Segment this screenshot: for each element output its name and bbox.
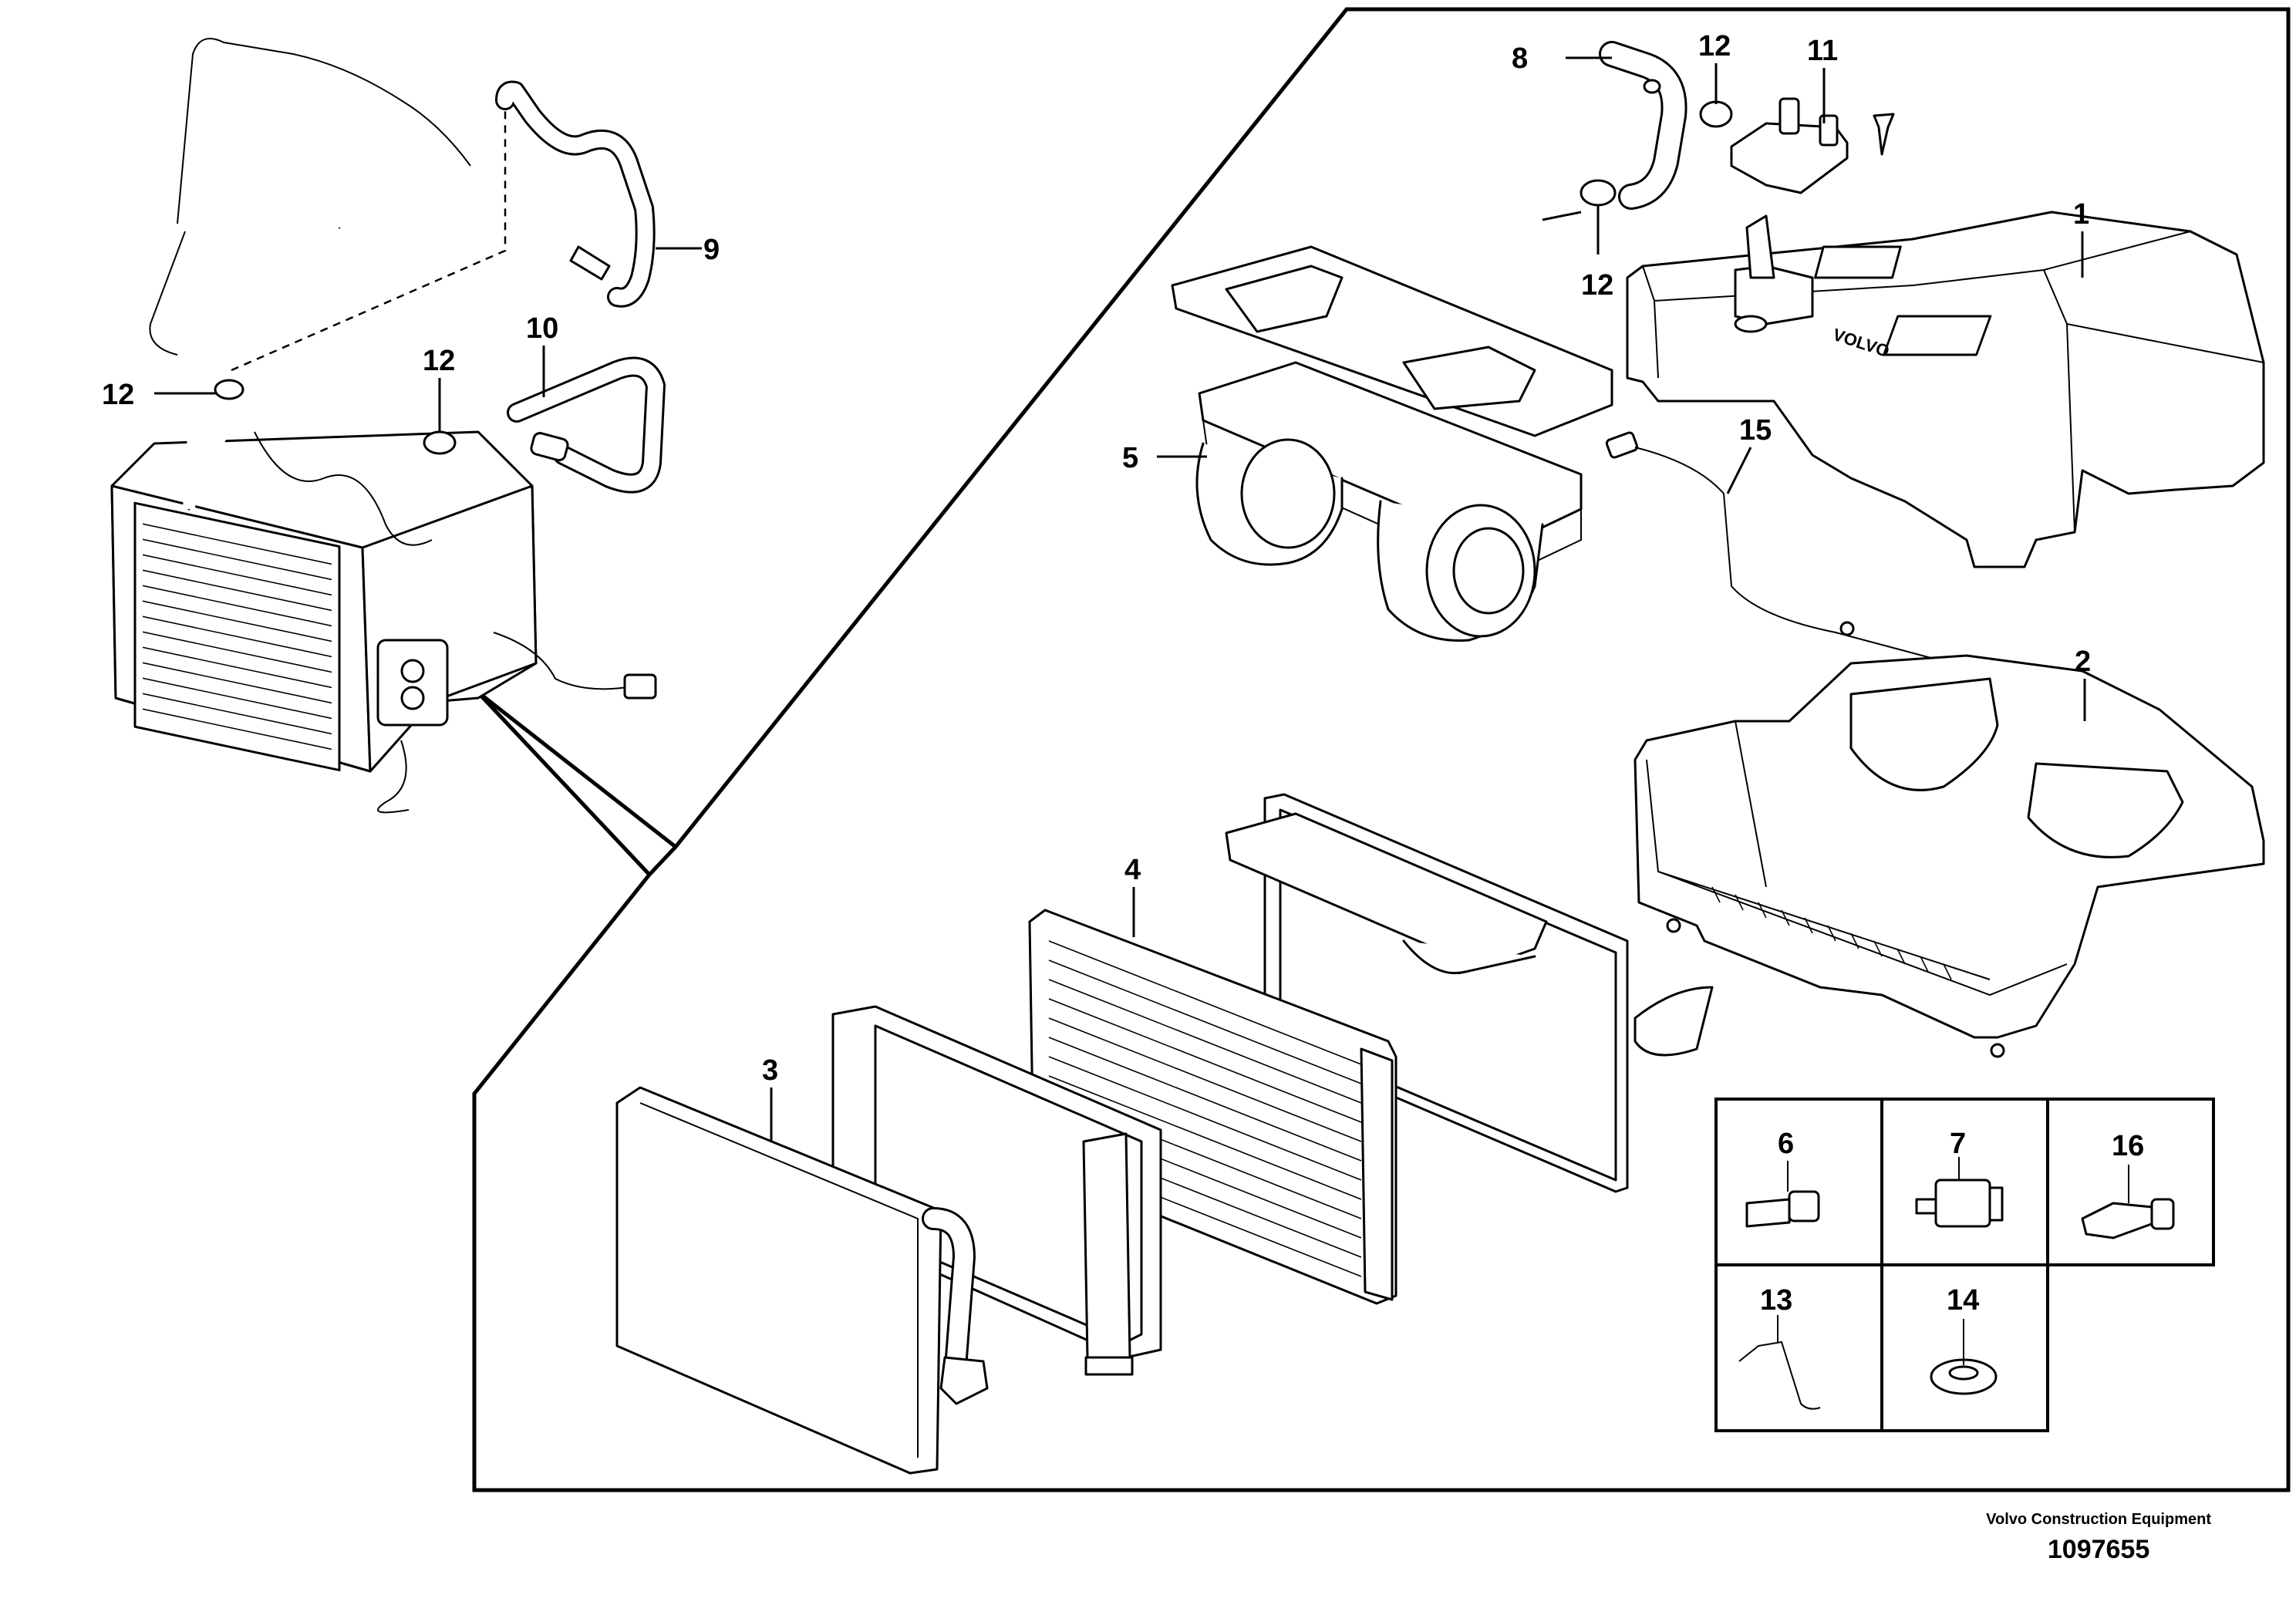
callout-12-left-b: 12 bbox=[423, 345, 455, 377]
clamp-left-12a bbox=[214, 379, 244, 400]
part-8-hose bbox=[1599, 41, 1687, 210]
part-10-hose bbox=[507, 356, 666, 494]
callout-4: 4 bbox=[1124, 854, 1141, 886]
clamp-left-12b bbox=[423, 430, 457, 455]
callout-3: 3 bbox=[762, 1054, 778, 1087]
callout-12-left-a: 12 bbox=[102, 379, 134, 411]
callout-labels: 1 2 3 4 5 6 7 8 9 10 11 12 12 12 12 13 1… bbox=[102, 30, 2144, 1317]
callout-1: 1 bbox=[2073, 198, 2089, 231]
callout-6: 6 bbox=[1778, 1128, 1794, 1160]
callout-5: 5 bbox=[1122, 442, 1138, 474]
callout-15: 15 bbox=[1739, 414, 1772, 447]
part-7-relay bbox=[1915, 1157, 2004, 1228]
callout-11: 11 bbox=[1807, 35, 1838, 67]
part-15-sensor bbox=[1605, 431, 1952, 664]
zoom-line-upper bbox=[475, 690, 677, 848]
callout-10: 10 bbox=[526, 312, 558, 345]
callout-12-right-a: 12 bbox=[1698, 30, 1731, 62]
credit-block: Volvo Construction Equipment 1097655 bbox=[1986, 1510, 2211, 1565]
part-11-valve bbox=[1730, 97, 1895, 194]
leader-lines bbox=[154, 56, 2086, 1141]
callout-16: 16 bbox=[2112, 1130, 2144, 1162]
clamp-right-12d bbox=[1580, 179, 1617, 207]
part-5-blower-assembly bbox=[1171, 245, 1613, 642]
callout-14: 14 bbox=[1947, 1284, 1979, 1317]
part-6-connector bbox=[1745, 1161, 1820, 1228]
zoom-line-lower bbox=[475, 690, 651, 876]
part-13-clip bbox=[1738, 1315, 1821, 1410]
callout-9: 9 bbox=[703, 234, 720, 266]
part-3-evaporator bbox=[615, 1086, 989, 1475]
part-16-sensor bbox=[2081, 1165, 2175, 1239]
assembled-heater-unit bbox=[110, 38, 657, 814]
drawing-number: 1097655 bbox=[2047, 1535, 2150, 1564]
part-14-grommet bbox=[1930, 1319, 1998, 1395]
part-2-lower-housing bbox=[1633, 654, 2265, 1058]
part-9-hose bbox=[495, 80, 656, 308]
callout-13: 13 bbox=[1760, 1284, 1792, 1317]
callout-8: 8 bbox=[1512, 42, 1528, 75]
company-name: Volvo Construction Equipment bbox=[1986, 1511, 2211, 1528]
callout-12-right-b: 12 bbox=[1581, 269, 1613, 302]
detail-frame bbox=[472, 7, 2291, 1492]
callout-2: 2 bbox=[2075, 646, 2091, 678]
dashed-reference-9 bbox=[231, 85, 507, 372]
callout-7: 7 bbox=[1950, 1128, 1966, 1160]
inset-grid bbox=[1714, 1098, 2215, 1432]
part-1-upper-housing: VOLVO bbox=[1626, 211, 2265, 568]
filter-frame bbox=[1225, 793, 1714, 1193]
seal-frame bbox=[831, 1005, 1162, 1376]
clamp-right-12c bbox=[1699, 100, 1733, 128]
part-4-heater-core bbox=[1028, 909, 1397, 1305]
